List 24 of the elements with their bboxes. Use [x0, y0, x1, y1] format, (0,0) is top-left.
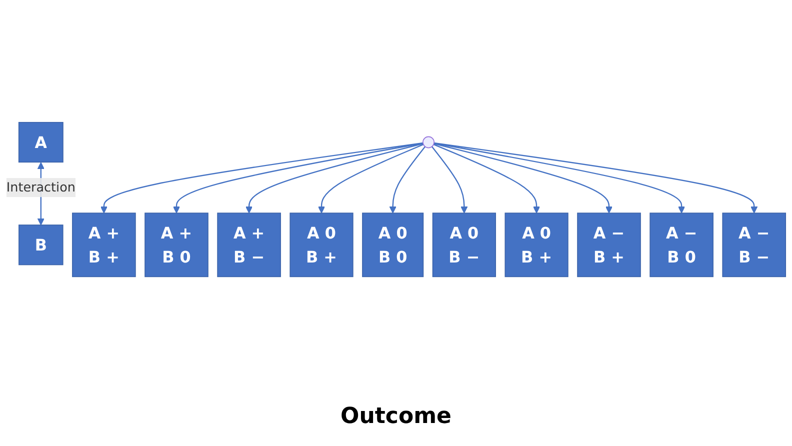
- arrow: [173, 143, 424, 214]
- arrow: [100, 142, 424, 214]
- arrow: [431, 146, 468, 214]
- process-box: A + B −: [217, 213, 281, 278]
- process-box: A 0 B +: [504, 213, 568, 278]
- process-box: A − B 0: [650, 213, 714, 278]
- process-box: A 0 B −: [432, 213, 496, 278]
- process-box: A 0 B 0: [362, 213, 424, 278]
- arrow: [434, 142, 758, 214]
- outcome-heading: Outcome: [340, 404, 452, 429]
- arrow: [434, 144, 612, 214]
- process-box: A − B −: [722, 213, 786, 278]
- process-box: A + B +: [72, 213, 136, 278]
- process-box: B: [18, 225, 64, 266]
- process-box: A − B +: [577, 213, 641, 278]
- arrow: [433, 144, 540, 214]
- arrow: [434, 143, 686, 214]
- edge-label: Interaction: [6, 178, 76, 198]
- arrow: [318, 144, 424, 214]
- arrow: [246, 144, 424, 214]
- arrow: [389, 146, 426, 214]
- process-box: A 0 B +: [290, 213, 354, 278]
- process-box: A: [18, 122, 64, 163]
- process-box: A + B 0: [144, 213, 208, 278]
